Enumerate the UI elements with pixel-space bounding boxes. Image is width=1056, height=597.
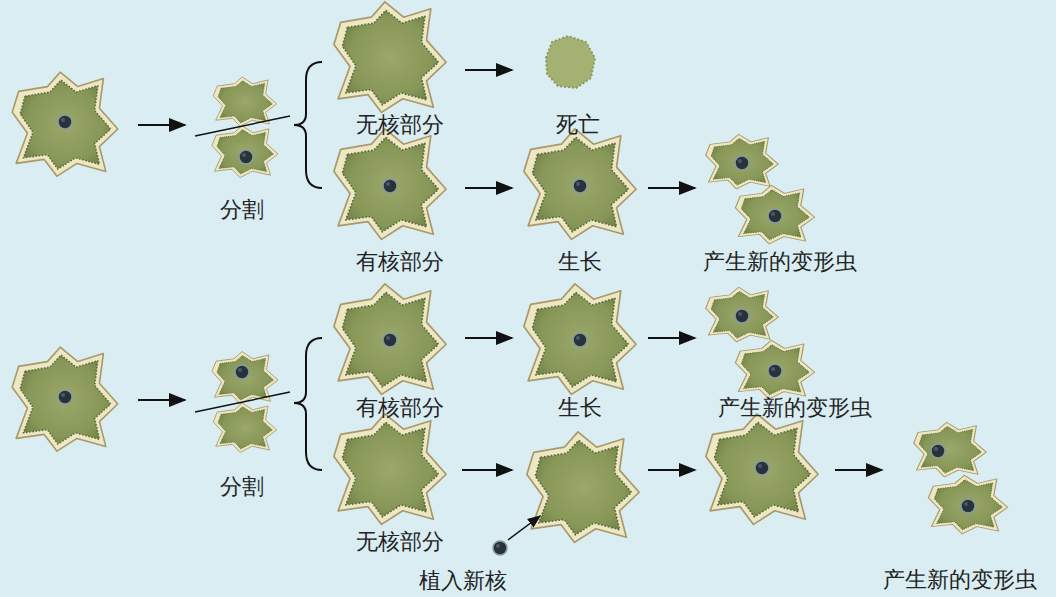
process-arrow (648, 337, 695, 339)
stage-label: 无核部分 (356, 529, 444, 555)
amoeba-stage: 有核部分 (335, 285, 465, 423)
stage-label: 分割 (220, 474, 264, 500)
amoeba-stage: 产生新的变形虫 (695, 285, 895, 423)
process-arrow (648, 187, 695, 189)
amoeba-stage: 有核部分 (335, 140, 465, 277)
stage-label: 分割 (220, 197, 264, 223)
amoeba-stage: 无核部分 (335, 5, 465, 140)
stage-label: 生长 (558, 249, 602, 275)
process-arrow (465, 69, 512, 71)
stage-label: 有核部分 (356, 249, 444, 275)
amoeba-stage: 产生新的变形虫 (695, 135, 865, 277)
stage-label: 死亡 (556, 112, 600, 138)
process-arrow (465, 187, 512, 189)
amoeba-stage: 生长 (512, 140, 648, 277)
amoeba-stage: 分割 (192, 350, 292, 502)
stage-label: 产生新的变形虫 (703, 249, 857, 275)
process-arrow (465, 337, 512, 339)
amoeba-stage: 分割 (192, 60, 292, 225)
amoeba-stage: 生长 (512, 285, 648, 423)
stage-label: 无核部分 (356, 112, 444, 138)
stage-label: 产生新的变形虫 (883, 567, 1037, 593)
stage-label: 有核部分 (356, 395, 444, 421)
stage-label: 生长 (558, 395, 602, 421)
note-label: 植入新核 (419, 568, 507, 594)
stage-label: 产生新的变形虫 (718, 395, 872, 421)
amoeba-stage: 产生新的变形虫 (870, 420, 1050, 595)
amoeba-stage: 死亡 (512, 30, 644, 140)
amoeba-stage: 无核部分 (335, 428, 465, 557)
